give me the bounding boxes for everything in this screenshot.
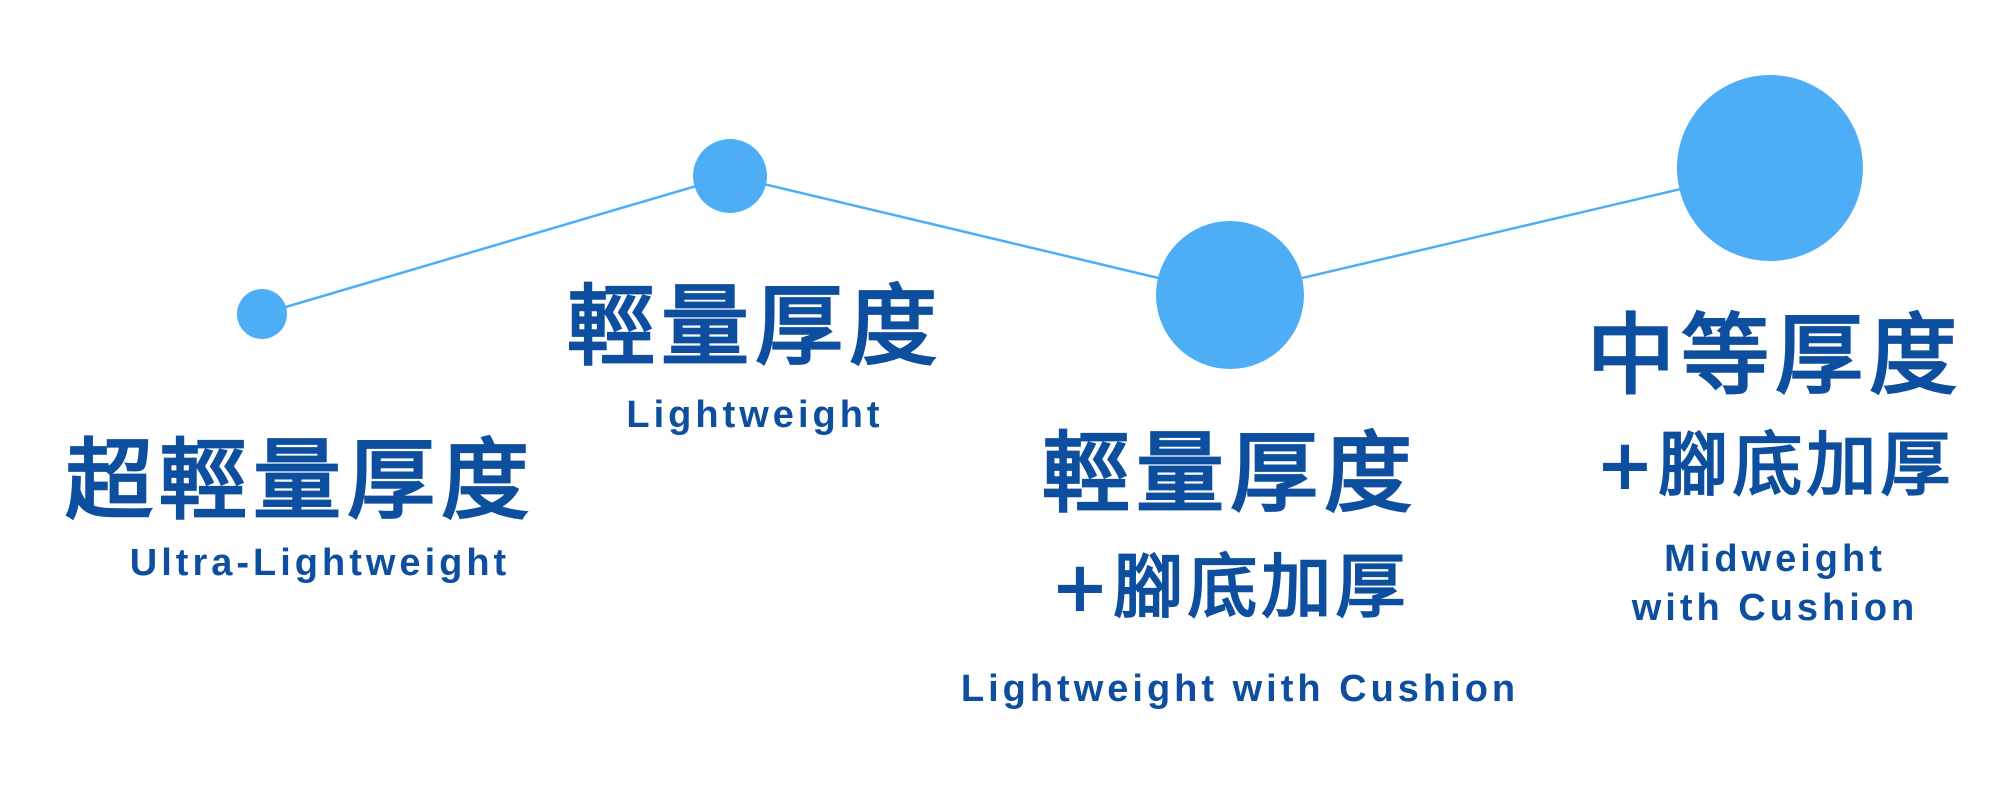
level-4-english-line1: Midweight — [1664, 538, 1886, 580]
level-3-subtitle: +腳底加厚 — [1050, 546, 1410, 628]
level-3-title: 輕量厚度 — [1041, 422, 1418, 525]
level-2-title: 輕量厚度 — [566, 275, 943, 378]
level-2-english: Lightweight — [626, 394, 884, 436]
level-4-english-line2: with Cushion — [1631, 587, 1919, 629]
level-node-2 — [693, 139, 767, 213]
level-node-1 — [237, 289, 287, 339]
level-node-4 — [1677, 75, 1863, 261]
level-node-3 — [1156, 221, 1304, 369]
level-1-english: Ultra-Lightweight — [129, 542, 511, 584]
level-4-subtitle: +腳底加厚 — [1595, 424, 1955, 506]
level-4-title: 中等厚度 — [1586, 304, 1963, 407]
level-3-english: Lightweight with Cushion — [960, 668, 1520, 710]
level-1-title: 超輕量厚度 — [64, 429, 535, 532]
connector-line — [261, 166, 1771, 316]
